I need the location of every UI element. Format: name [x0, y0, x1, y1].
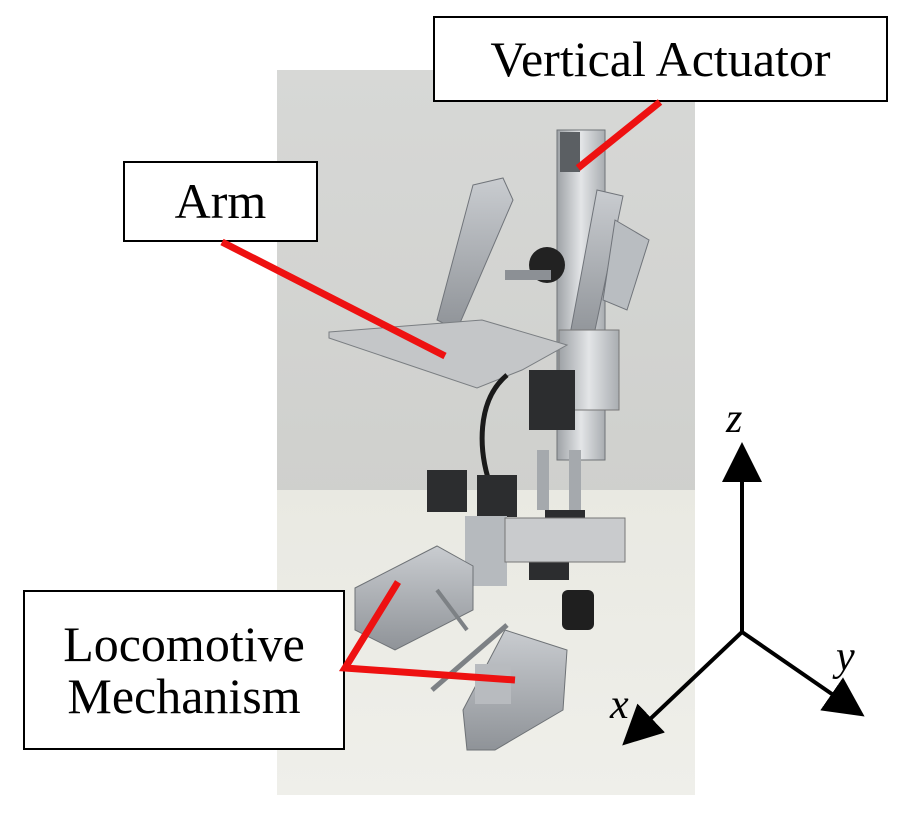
x-axis-label: x — [610, 682, 629, 728]
arm-label: Arm — [123, 161, 318, 242]
vertical-actuator-text: Vertical Actuator — [490, 30, 831, 87]
y-axis-label: y — [836, 634, 855, 680]
z-axis-label: z — [726, 396, 743, 442]
locomotive-text-line1: Locomotive — [63, 615, 305, 672]
locomotive-text-line2: Mechanism — [67, 668, 301, 724]
arm-text: Arm — [174, 173, 267, 230]
vertical-actuator-label: Vertical Actuator — [433, 16, 888, 102]
locomotive-mechanism-label: Locomotive Mechanism — [23, 590, 345, 750]
stepper-motor — [529, 370, 575, 430]
